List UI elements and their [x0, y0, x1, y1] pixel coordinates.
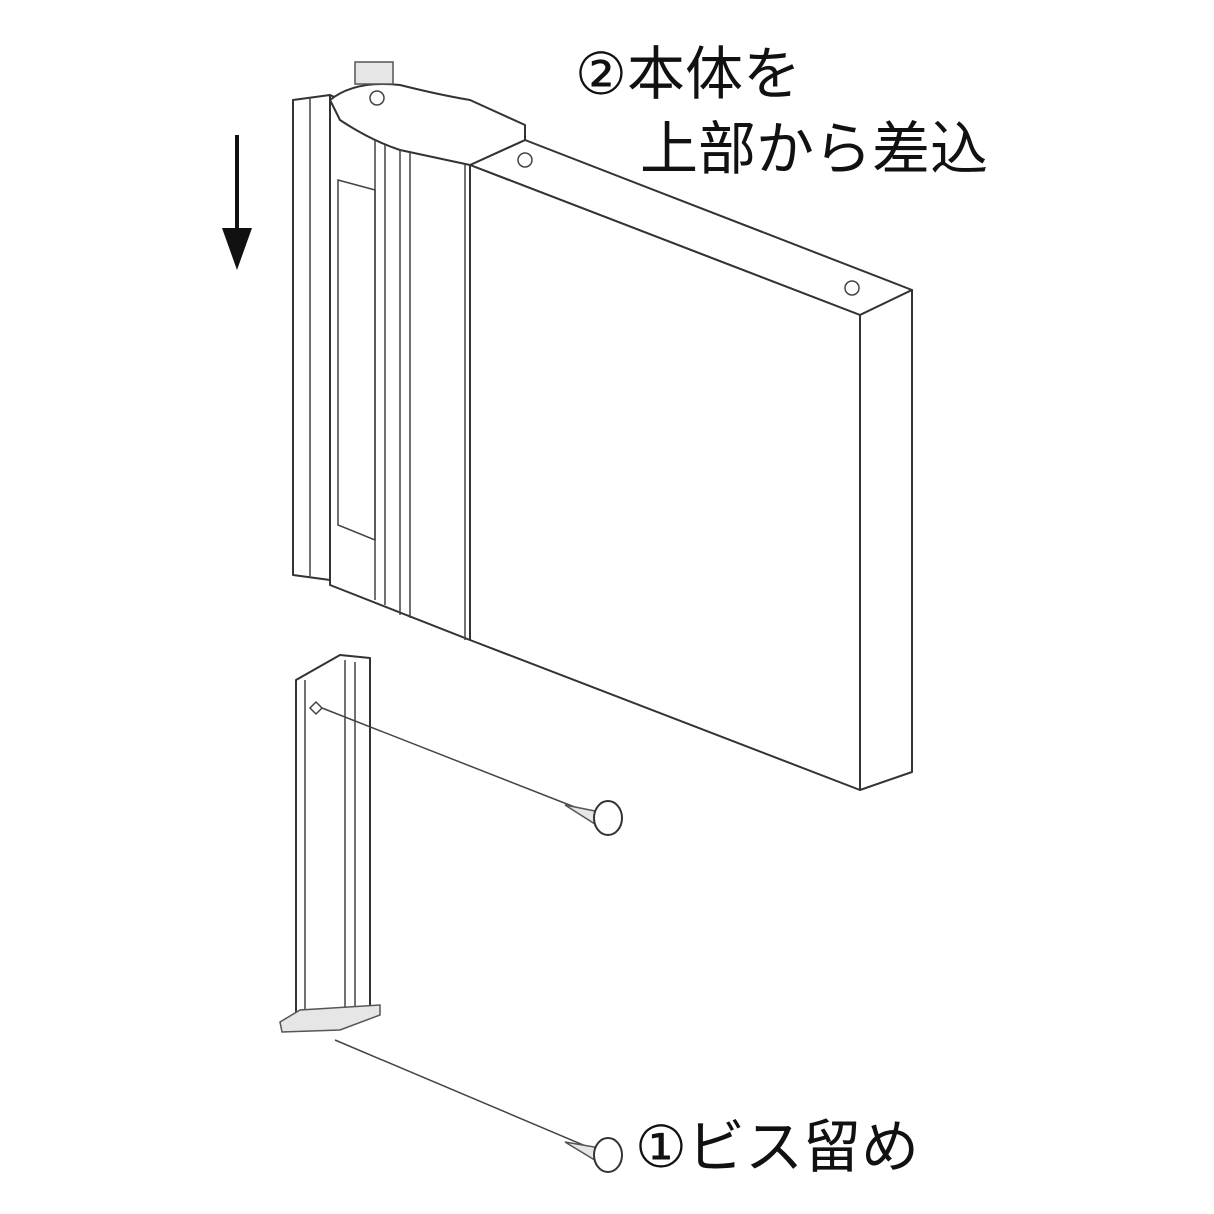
screw-icon	[564, 800, 623, 836]
lower-post	[279, 654, 381, 1033]
screw-guides	[321, 707, 596, 1151]
step2-label-line2: 上部から差込	[640, 115, 989, 183]
step1-label: ①ビス留め	[635, 1113, 919, 1181]
down-arrow-icon	[222, 135, 252, 270]
step2-label-line1: ②本体を	[575, 40, 801, 108]
main-body	[292, 61, 913, 791]
screw-icon	[564, 1137, 623, 1173]
